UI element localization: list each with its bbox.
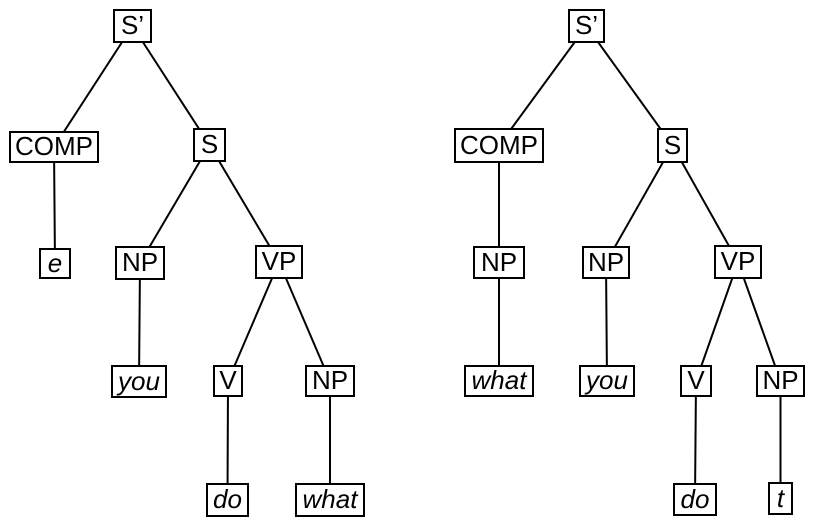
right-node-you: you: [579, 365, 635, 397]
left-node-s: S: [193, 128, 226, 162]
right-node-np-object: NP: [756, 365, 805, 397]
edge: [695, 261, 739, 382]
left-node-what: what: [295, 483, 365, 517]
right-node-np-subject: NP: [582, 246, 630, 279]
left-node-np-object: NP: [305, 365, 355, 397]
edge: [694, 380, 697, 500]
left-node-comp: COMP: [9, 131, 99, 163]
right-node-what: what: [464, 365, 534, 397]
left-node-you: you: [111, 365, 167, 398]
left-node-np-subject: NP: [115, 246, 165, 280]
edge: [53, 146, 56, 264]
right-node-comp: COMP: [454, 128, 544, 163]
edge: [605, 262, 608, 382]
left-node-v: V: [213, 365, 243, 397]
edge: [605, 145, 674, 263]
right-node-v: V: [680, 365, 712, 397]
edge: [53, 25, 134, 148]
left-node-e: e: [39, 248, 71, 279]
edge: [498, 25, 588, 147]
edge: [585, 25, 674, 147]
right-node-np-comp: NP: [473, 246, 525, 279]
right-node-s: S: [657, 128, 688, 163]
edge: [226, 380, 229, 501]
left-node-do: do: [206, 483, 249, 517]
edge: [278, 261, 331, 382]
edge: [131, 25, 211, 146]
right-node-vp: VP: [714, 245, 762, 279]
edge: [138, 262, 141, 382]
right-node-t: t: [768, 482, 793, 515]
right-node-s-bar: S’: [568, 9, 605, 43]
left-node-vp: VP: [255, 245, 303, 279]
edge: [208, 144, 280, 263]
right-node-do: do: [673, 483, 717, 516]
edge: [671, 145, 739, 263]
edge: [227, 261, 280, 382]
edge: [139, 144, 211, 264]
edge: [737, 261, 782, 382]
left-node-s-bar: S’: [113, 9, 152, 43]
